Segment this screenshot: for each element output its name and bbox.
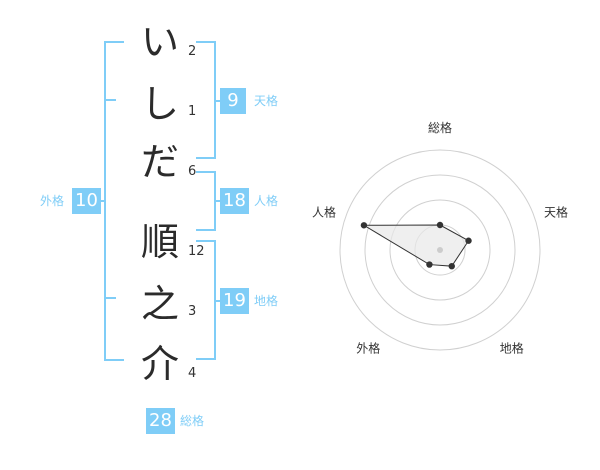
- radar-axis-label: 天格: [544, 204, 568, 219]
- chikaku-bracket: [196, 240, 216, 360]
- soukaku-badge: 28: [146, 408, 175, 434]
- radar-point: [436, 221, 444, 229]
- chikaku-badge: 19: [220, 288, 249, 314]
- gaikaku-bracket: [104, 41, 124, 361]
- surname-stroke-1: 2: [188, 44, 197, 59]
- surname-char-3: だ: [140, 140, 179, 184]
- surname-stroke-2: 1: [188, 104, 197, 119]
- radar-axis-label: 地格: [500, 341, 524, 356]
- given-stroke-3: 4: [188, 366, 197, 381]
- gaikaku-bracket-tick: [104, 99, 116, 101]
- jinkaku-badge: 18: [220, 188, 249, 214]
- jinkaku-label: 人格: [254, 194, 279, 208]
- radar-axis-label: 総格: [428, 120, 452, 135]
- chikaku-label: 地格: [254, 294, 279, 308]
- given-char-2: 之: [140, 282, 179, 326]
- gaikaku-connector: [96, 200, 106, 202]
- radar-ring: [364, 174, 516, 326]
- radar-point: [465, 237, 472, 244]
- gaikaku-bracket-tick: [104, 297, 116, 299]
- surname-char-1: い: [140, 20, 179, 64]
- tenkaku-connector: [214, 100, 222, 102]
- radar-point: [426, 261, 433, 268]
- given-char-1: 順: [140, 220, 179, 264]
- gaikaku-badge: 10: [72, 188, 101, 214]
- radar-center-dot: [437, 247, 443, 253]
- given-stroke-2: 3: [188, 304, 197, 319]
- radar-axis-label: 人格: [312, 204, 336, 219]
- radar-series-polygon: [362, 224, 470, 267]
- chikaku-connector: [214, 300, 222, 302]
- jinkaku-connector: [214, 200, 222, 202]
- gaikaku-label: 外格: [40, 194, 65, 208]
- given-char-3: 介: [140, 342, 179, 386]
- surname-stroke-3: 6: [188, 164, 197, 179]
- radar-point: [360, 222, 368, 229]
- tenkaku-label: 天格: [254, 94, 279, 108]
- soukaku-label: 総格: [180, 414, 205, 428]
- radar-axis-label: 外格: [356, 341, 380, 356]
- tenkaku-bracket: [196, 41, 216, 159]
- tenkaku-badge: 9: [220, 88, 246, 114]
- given-stroke-1: 12: [188, 244, 205, 259]
- radar-ring: [389, 199, 491, 301]
- surname-char-2: し: [140, 82, 179, 126]
- jinkaku-bracket: [196, 171, 216, 231]
- radar-point: [448, 262, 455, 270]
- radar-ring: [339, 149, 541, 351]
